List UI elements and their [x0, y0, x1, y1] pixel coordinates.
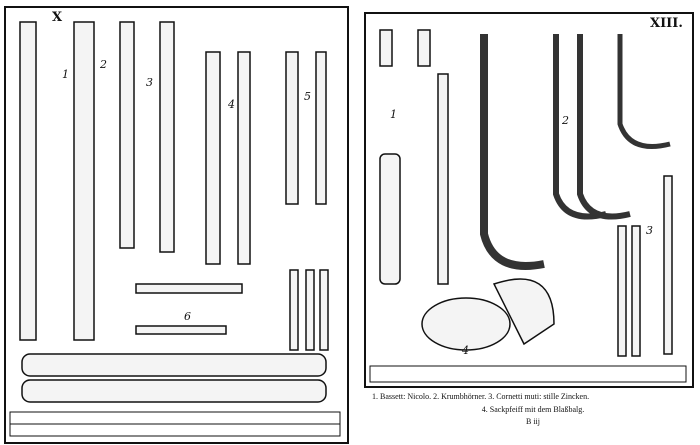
bass-flute — [21, 353, 327, 377]
woodcut-instruments-right: 1 2 3 4 — [369, 29, 687, 383]
label-5: 5 — [304, 90, 311, 103]
alto-recorder-2 — [237, 51, 251, 265]
fife — [135, 325, 227, 335]
small-flute — [305, 269, 315, 351]
label-2: 2 — [561, 114, 569, 127]
label-3: 3 — [646, 224, 653, 237]
bassett-2 — [437, 73, 449, 285]
plate-xiii-reed-instruments: XIII. 1 2 3 4 — [364, 12, 694, 388]
basset-nicolo — [379, 153, 401, 285]
small-flute — [319, 269, 329, 351]
label-1: 1 — [62, 68, 69, 81]
mouthpiece-cap — [379, 29, 393, 67]
cornetto — [631, 225, 641, 357]
cornetto-muto — [663, 175, 673, 355]
label-4: 4 — [227, 98, 235, 111]
tenor-recorder — [159, 21, 175, 253]
label-2: 2 — [99, 58, 107, 71]
bass-flute-2 — [21, 379, 327, 403]
caption-line-2: 4. Sackpfeiff mit dem Blaßbalg. — [481, 405, 585, 414]
crumhorn — [480, 34, 545, 270]
bass-recorder — [19, 21, 37, 341]
woodcut-instruments-left: 1 2 3 4 5 6 — [9, 21, 341, 437]
label-6: 6 — [184, 310, 191, 323]
mouthpiece-cap — [417, 29, 431, 67]
bellows — [492, 278, 555, 346]
sopranino-recorder — [315, 51, 327, 205]
soprano-recorder — [285, 51, 299, 205]
scale-ruler — [369, 365, 687, 383]
alto-recorder — [205, 51, 221, 265]
label-1: 1 — [390, 108, 397, 121]
transverse-flute — [135, 283, 243, 294]
crumhorn-4 — [617, 34, 671, 149]
page-signature: B iij — [525, 417, 540, 426]
plate-number: XIII. — [650, 16, 683, 31]
label-4: 4 — [461, 344, 469, 357]
plate-x-recorders-and-flutes: X 1 2 3 4 5 6 — [4, 6, 349, 444]
great-bass-recorder — [73, 21, 95, 341]
crumhorn-3 — [577, 34, 631, 220]
bagpipe-bag — [421, 297, 511, 351]
cornetto — [617, 225, 627, 357]
small-flute — [289, 269, 299, 351]
label-3: 3 — [146, 76, 153, 89]
caption-line-1: 1. Bassett: Nicolo. 2. Krumbhörner. 3. C… — [372, 392, 590, 401]
plate-number: X — [52, 10, 63, 25]
basset-recorder — [119, 21, 135, 249]
